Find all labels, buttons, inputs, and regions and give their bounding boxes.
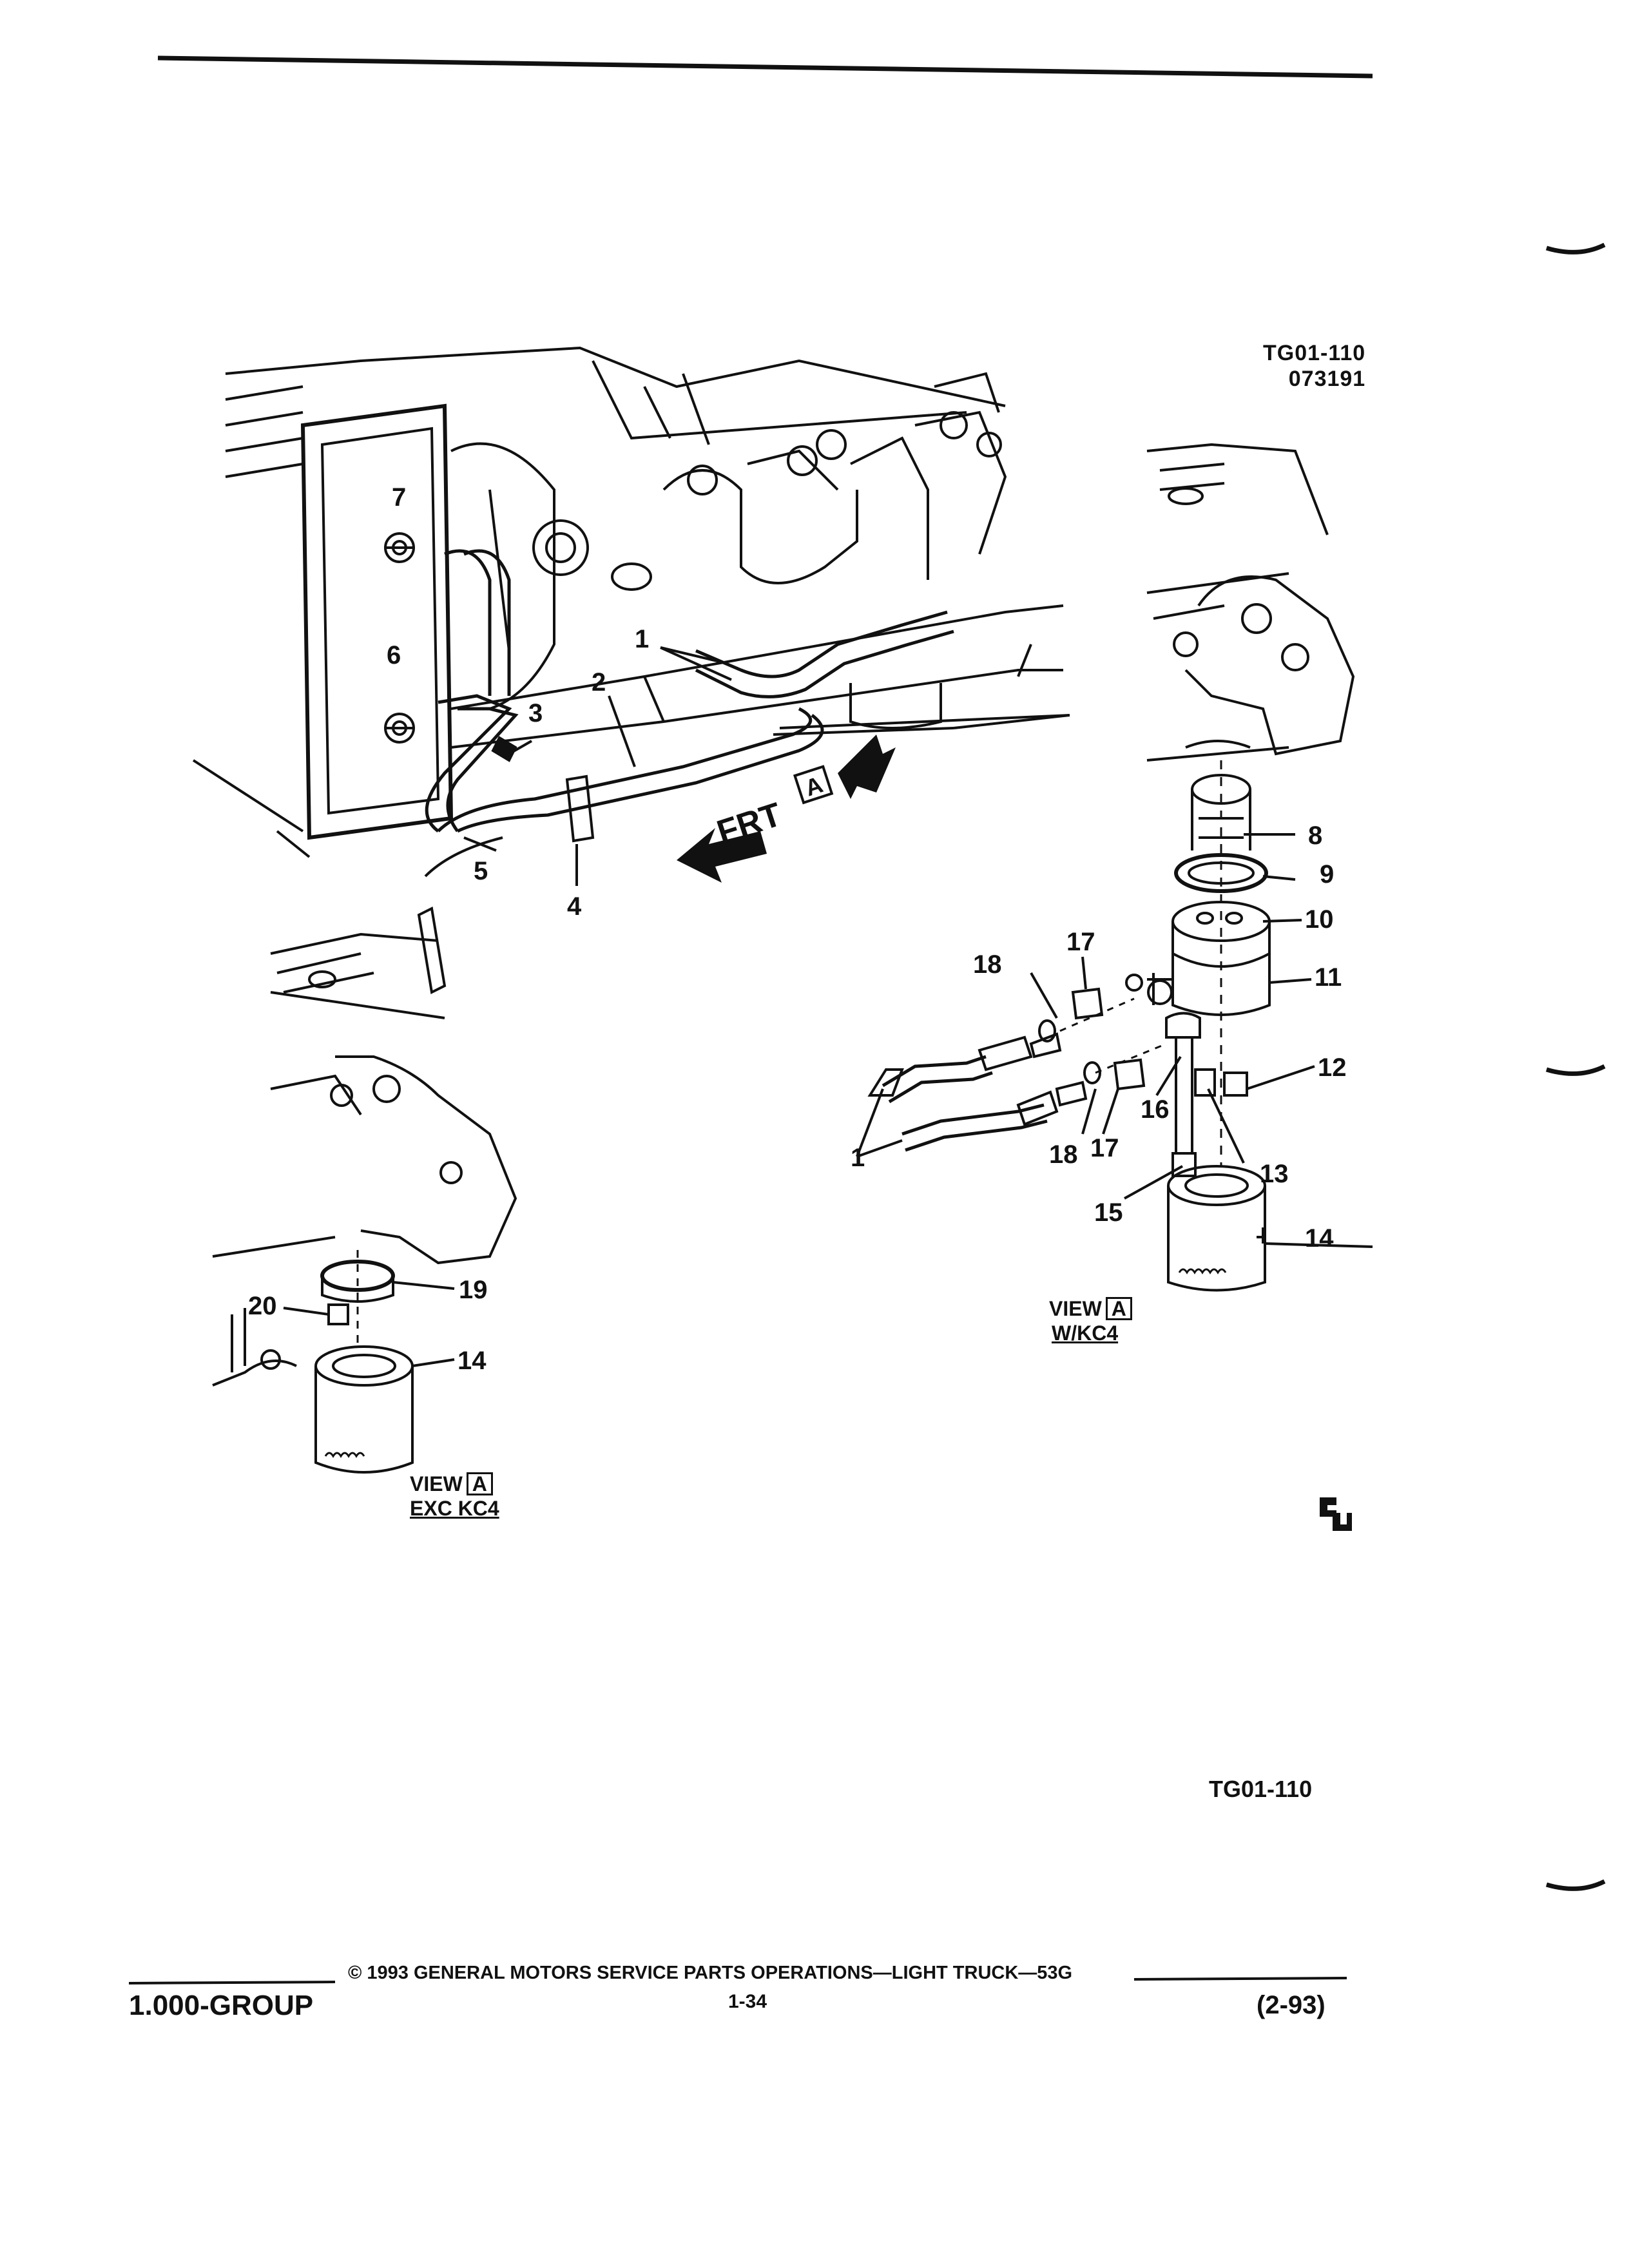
callout-8: 8 <box>1308 822 1322 850</box>
view-letter-box: A <box>466 1472 493 1495</box>
callout-20: 20 <box>248 1292 277 1320</box>
callout-5: 5 <box>474 857 488 885</box>
drawing-date: 073191 <box>1288 367 1366 391</box>
callout-4: 4 <box>567 892 582 921</box>
top-rule <box>157 55 1373 79</box>
footer-group: 1.000-GROUP <box>129 1990 314 2021</box>
callout-1b: 1 <box>851 1144 865 1172</box>
binder-mark <box>1545 1879 1606 1891</box>
callout-10: 10 <box>1305 905 1334 934</box>
binder-mark <box>1545 1064 1606 1076</box>
footer-page-number: 1-34 <box>728 1991 767 2012</box>
drawing-reference: TG01-110 073191 <box>1263 340 1365 392</box>
view-letter-box: A <box>1105 1297 1132 1320</box>
callout-18b: 18 <box>1049 1140 1078 1169</box>
footer-date: (2-93) <box>1257 1991 1325 2019</box>
callout-7: 7 <box>392 483 406 512</box>
engine-assembly <box>192 346 1070 878</box>
callout-14b: 14 <box>458 1347 487 1375</box>
callout-12: 12 <box>1318 1053 1347 1082</box>
binder-mark <box>1545 242 1606 255</box>
callout-17: 17 <box>1066 928 1095 956</box>
callout-18: 18 <box>973 950 1002 979</box>
callout-2: 2 <box>592 668 606 697</box>
callout-1: 1 <box>635 625 649 653</box>
view-a-exc-kc4-detail <box>212 907 517 1474</box>
view-a-wkc4-detail <box>867 443 1355 1292</box>
footer-copyright: © 1993 GENERAL MOTORS SERVICE PARTS OPER… <box>348 1963 1073 1983</box>
callout-numbers: 1 2 3 4 5 6 7 8 9 10 11 12 13 14 15 16 1… <box>248 483 1347 1375</box>
bottom-drawing-code: TG01-110 <box>1209 1776 1313 1802</box>
callout-16: 16 <box>1141 1095 1170 1124</box>
callout-9: 9 <box>1320 860 1334 889</box>
callout-14: 14 <box>1305 1224 1334 1253</box>
view-caption: EXC KC4 <box>410 1497 499 1520</box>
view-a-marker: A <box>793 765 834 805</box>
callout-3: 3 <box>528 699 543 727</box>
callout-17b: 17 <box>1090 1134 1119 1162</box>
callout-6: 6 <box>387 641 401 669</box>
view-word: VIEW <box>410 1472 463 1495</box>
leader-lines <box>283 546 1373 1367</box>
callout-15: 15 <box>1094 1198 1123 1227</box>
callout-13: 13 <box>1260 1160 1289 1188</box>
view-caption: W/KC4 <box>1052 1321 1119 1345</box>
gm-spo-logo-icon <box>1320 1497 1352 1531</box>
callout-19: 19 <box>459 1276 488 1304</box>
drawing-code: TG01-110 <box>1263 341 1366 365</box>
callout-11: 11 <box>1315 963 1342 992</box>
view-word: VIEW <box>1049 1297 1102 1320</box>
